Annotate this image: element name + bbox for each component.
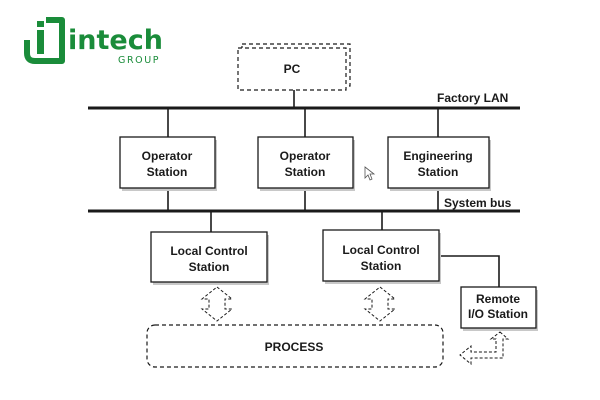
remote-io-station: Remote I/O Station bbox=[460, 286, 538, 331]
pc-label: PC bbox=[284, 62, 301, 76]
connectors bbox=[167, 86, 500, 287]
local-control-station-1-line-2: Station bbox=[189, 260, 230, 274]
pc-node: PC bbox=[237, 43, 351, 91]
local-control-station-2-line-1: Local Control bbox=[342, 243, 419, 257]
local-control-station-2-line-2: Station bbox=[361, 259, 402, 273]
mouse-cursor-icon bbox=[364, 166, 376, 181]
operator-station-2-line-1: Operator bbox=[280, 149, 331, 163]
intech-logo: intech GROUP bbox=[24, 17, 163, 66]
local-control-station-1-line-1: Local Control bbox=[170, 244, 247, 258]
logo-subtitle: GROUP bbox=[118, 55, 160, 66]
engineering-station: Engineering Station bbox=[387, 136, 491, 191]
operator-station-2-line-2: Station bbox=[285, 165, 326, 179]
remote-io-line-1: Remote bbox=[476, 292, 520, 306]
system-bus-label: System bus bbox=[444, 196, 512, 210]
double-arrow-icon bbox=[200, 286, 234, 322]
engineering-station-line-1: Engineering bbox=[403, 149, 472, 163]
operator-station-1: Operator Station bbox=[119, 136, 217, 191]
elbow-arrow-icon bbox=[459, 331, 510, 366]
operator-station-1-line-2: Station bbox=[147, 165, 188, 179]
logo-name: intech bbox=[68, 25, 163, 56]
operator-station-2: Operator Station bbox=[257, 136, 355, 191]
process-node: PROCESS bbox=[146, 324, 444, 368]
remote-io-line-2: I/O Station bbox=[468, 307, 528, 321]
process-label: PROCESS bbox=[265, 340, 324, 354]
operator-station-1-line-1: Operator bbox=[142, 149, 193, 163]
logo-emblem-icon bbox=[24, 17, 65, 64]
engineering-station-line-2: Station bbox=[418, 165, 459, 179]
lcs2-remote-link bbox=[439, 255, 500, 287]
local-control-station-2: Local Control Station bbox=[322, 229, 441, 284]
factory-lan-label: Factory LAN bbox=[437, 91, 508, 105]
local-control-station-1: Local Control Station bbox=[150, 231, 269, 285]
double-arrow-icon bbox=[363, 286, 397, 322]
